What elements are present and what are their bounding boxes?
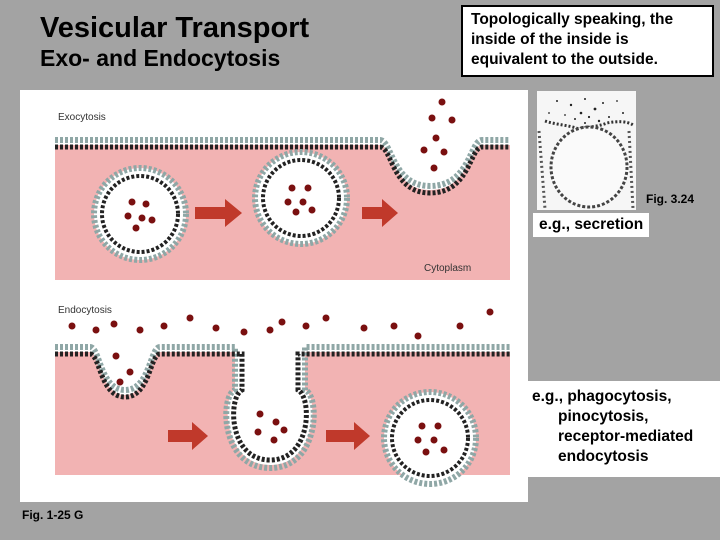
micrograph-image <box>537 91 636 210</box>
exo-membrane <box>55 137 510 190</box>
exo-vesicle-2 <box>252 149 350 247</box>
endocytosis-label: Endocytosis <box>58 305 112 316</box>
endo-outside-cargo <box>68 308 494 386</box>
phago-line-3: receptor-mediated <box>558 428 694 445</box>
endo-arrow-2 <box>326 422 370 450</box>
fig-3-24-caption: Fig. 3.24 <box>646 192 695 206</box>
endo-membrane <box>55 344 510 472</box>
exo-arrow-1 <box>195 199 242 227</box>
diagram-svg: Exocytosis Cytoplasm Endocytos <box>55 98 510 487</box>
endo-membrane-inner <box>55 351 510 463</box>
micrograph-svg <box>537 91 636 210</box>
cytoplasm-label: Cytoplasm <box>424 263 471 274</box>
phago-line-4: endocytosis <box>558 448 649 465</box>
topology-note: Topologically speaking, the inside of th… <box>461 5 714 77</box>
exo-released-cargo <box>420 98 456 172</box>
phago-line-1: e.g., phagocytosis, <box>532 388 672 405</box>
endo-arrow-1 <box>168 422 208 450</box>
fig-1-25-caption: Fig. 1-25 G <box>22 508 84 522</box>
exo-vesicle-1 <box>91 165 189 263</box>
title-line-2: Exo- and Endocytosis <box>40 45 281 71</box>
exo-arrow-2 <box>362 199 398 227</box>
secretion-example: e.g., secretion <box>533 213 650 237</box>
vesicular-transport-diagram: Exocytosis Cytoplasm Endocytos <box>20 90 528 502</box>
endo-vesicle <box>381 389 479 487</box>
exo-membrane-inner <box>55 144 510 196</box>
phago-line-2: pinocytosis, <box>558 408 649 425</box>
slide-title: Vesicular Transport Exo- and Endocytosis <box>40 12 309 72</box>
endo-budding-cargo <box>254 410 288 444</box>
title-line-1: Vesicular Transport <box>40 12 310 44</box>
phagocytosis-examples: e.g., phagocytosis, pinocytosis, recepto… <box>528 381 720 477</box>
exocytosis-label: Exocytosis <box>58 112 106 123</box>
